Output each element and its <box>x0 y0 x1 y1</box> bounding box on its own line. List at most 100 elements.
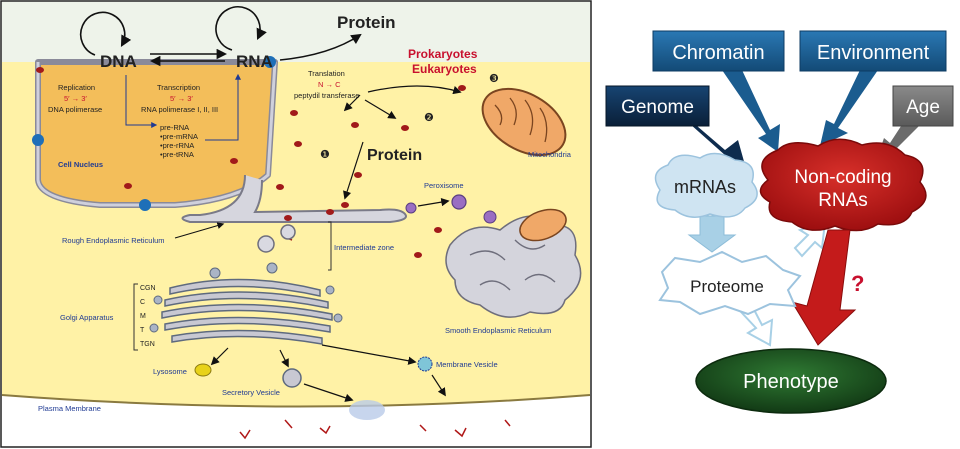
lysosome-icon <box>194 363 212 377</box>
intermediate-zone-vesicles <box>257 224 296 253</box>
pre-rna-list: pre-RNA •pre-mRNA •pre-rRNA •pre-tRNA <box>160 123 198 159</box>
marker-3: ❸ <box>489 73 499 85</box>
translation-title: Translation <box>308 69 345 78</box>
ribosome-icon <box>36 67 466 258</box>
golgi-level: CGN <box>140 285 156 292</box>
dna-label: DNA <box>100 52 137 71</box>
secretory-vesicle-arrow <box>279 349 289 368</box>
proteome-shape: Proteome <box>658 250 802 316</box>
transcription-enzyme: RNA polimerase I, II, III <box>141 105 218 114</box>
question-mark: ? <box>851 271 864 296</box>
transcription-annotation: Transcription 5′ → 3′ RNA polimerase I, … <box>141 83 218 114</box>
environment-label: Environment <box>817 42 930 64</box>
genome-label: Genome <box>621 97 694 118</box>
exocytosis-site <box>349 400 385 420</box>
translation-arrow-1 <box>343 94 361 112</box>
secretory-vesicle-icon <box>282 368 302 388</box>
flow-diagram-panel: Chromatin Environment Genome Age mRNAs N… <box>605 30 954 414</box>
smooth-er-shape <box>445 215 582 318</box>
golgi-level: C <box>140 299 145 306</box>
rough-er-shape <box>181 174 407 223</box>
chromatin-box: Chromatin <box>652 30 785 72</box>
rna-label: RNA <box>236 52 273 71</box>
golgi-bracket <box>133 283 138 351</box>
pre-rna-to-rna-arrow <box>205 73 241 141</box>
translation-arrow-2 <box>364 99 397 119</box>
membrane-vesicle-label: Membrane Vesicle <box>436 360 498 369</box>
cell-diagram-panel: DNA RNA Protein Prokaryotes Eukaryotes R… <box>0 0 592 448</box>
marker-2: ❷ <box>424 112 434 124</box>
mrna-to-proteome-arrow <box>687 215 737 253</box>
pre-rna-item: •pre-tRNA <box>160 150 194 159</box>
golgi-vesicles <box>149 262 343 333</box>
age-label: Age <box>906 97 940 118</box>
noncoding-line2: RNAs <box>818 190 868 211</box>
prokaryotes-label: Prokaryotes <box>408 47 478 61</box>
dna-node: DNA <box>79 11 137 71</box>
golgi-level: TGN <box>140 341 155 348</box>
replication-enzyme: DNA polimerase <box>48 105 102 114</box>
translation-direction: N → C <box>318 80 341 89</box>
mitochondria-small-icon <box>483 208 567 242</box>
genome-arrow <box>665 120 745 165</box>
golgi-label: Golgi Apparatus <box>60 313 114 322</box>
eukaryotes-label: Eukaryotes <box>412 62 477 76</box>
mitochondria-label: Mitochondria <box>528 150 572 159</box>
peroxisome-arrow <box>417 197 450 207</box>
translation-enzyme: peptydil transferase <box>294 91 359 100</box>
golgi-apparatus-shape <box>161 278 333 345</box>
replication-title: Replication <box>58 83 95 92</box>
protein-top-label: Protein <box>337 13 396 32</box>
transcription-title: Transcription <box>157 83 200 92</box>
rough-er-label: Rough Endoplasmic Reticulum <box>62 236 165 245</box>
translation-arrow-3 <box>367 85 462 95</box>
pre-rna-arrow <box>125 75 158 128</box>
noncoding-line1: Non-coding <box>794 167 891 188</box>
rna-to-protein-arrow <box>279 33 362 61</box>
intermediate-zone-bracket <box>328 221 332 271</box>
phenotype-label: Phenotype <box>743 371 839 393</box>
mitochondria-icon <box>481 87 567 157</box>
rna-node: RNA <box>215 6 273 71</box>
protein-to-er-arrow <box>343 141 364 200</box>
cell-nucleus-label: Cell Nucleus <box>58 160 103 169</box>
pre-rna-item: •pre-mRNA <box>160 132 198 141</box>
golgi-level: T <box>140 327 145 334</box>
chromatin-label: Chromatin <box>672 42 764 64</box>
pre-rna-item: pre-RNA <box>160 123 189 132</box>
transcription-direction: 5′ → 3′ <box>170 94 193 103</box>
translation-annotation: Translation N → C peptydil transferase <box>294 69 359 100</box>
golgi-level: M <box>140 313 146 320</box>
proteome-label: Proteome <box>690 277 764 296</box>
lysosome-arrow <box>210 347 229 366</box>
plasma-membrane-label: Plasma Membrane <box>38 404 101 413</box>
peroxisome-label: Peroxisome <box>424 181 464 190</box>
environment-arrow <box>820 70 878 146</box>
plasma-membrane-line <box>1 394 591 408</box>
membrane-fusion-arrow <box>431 374 446 397</box>
pre-rna-item: •pre-rRNA <box>160 141 194 150</box>
genome-box: Genome <box>605 85 710 127</box>
mrnas-cloud: mRNAs <box>654 152 758 218</box>
secretion-arrow <box>303 383 354 402</box>
membrane-vesicle-arrow <box>321 344 417 365</box>
secreted-protein-icon <box>239 419 511 440</box>
environment-box: Environment <box>799 30 947 72</box>
lysosome-label: Lysosome <box>153 367 187 376</box>
intermediate-zone-label: Intermediate zone <box>334 243 394 252</box>
membrane-vesicle-icon <box>417 356 433 372</box>
replication-annotation: Replication 5′ → 3′ DNA polimerase <box>48 83 102 114</box>
smooth-er-label: Smooth Endoplasmic Reticulum <box>445 326 551 335</box>
replication-direction: 5′ → 3′ <box>64 94 87 103</box>
peroxisome-icon <box>405 194 467 214</box>
phenotype-ellipse: Phenotype <box>695 348 887 414</box>
golgi-level-labels: CGN C M T TGN <box>140 285 156 348</box>
nuclear-pore-icon <box>32 56 276 211</box>
marker-1: ❶ <box>320 149 330 161</box>
rough-er-pointer <box>174 222 225 239</box>
age-box: Age <box>892 85 954 127</box>
noncoding-rnas-cloud: Non-coding RNAs <box>759 138 927 232</box>
protein-mid-label: Protein <box>367 147 422 164</box>
chromatin-arrow <box>722 70 780 152</box>
